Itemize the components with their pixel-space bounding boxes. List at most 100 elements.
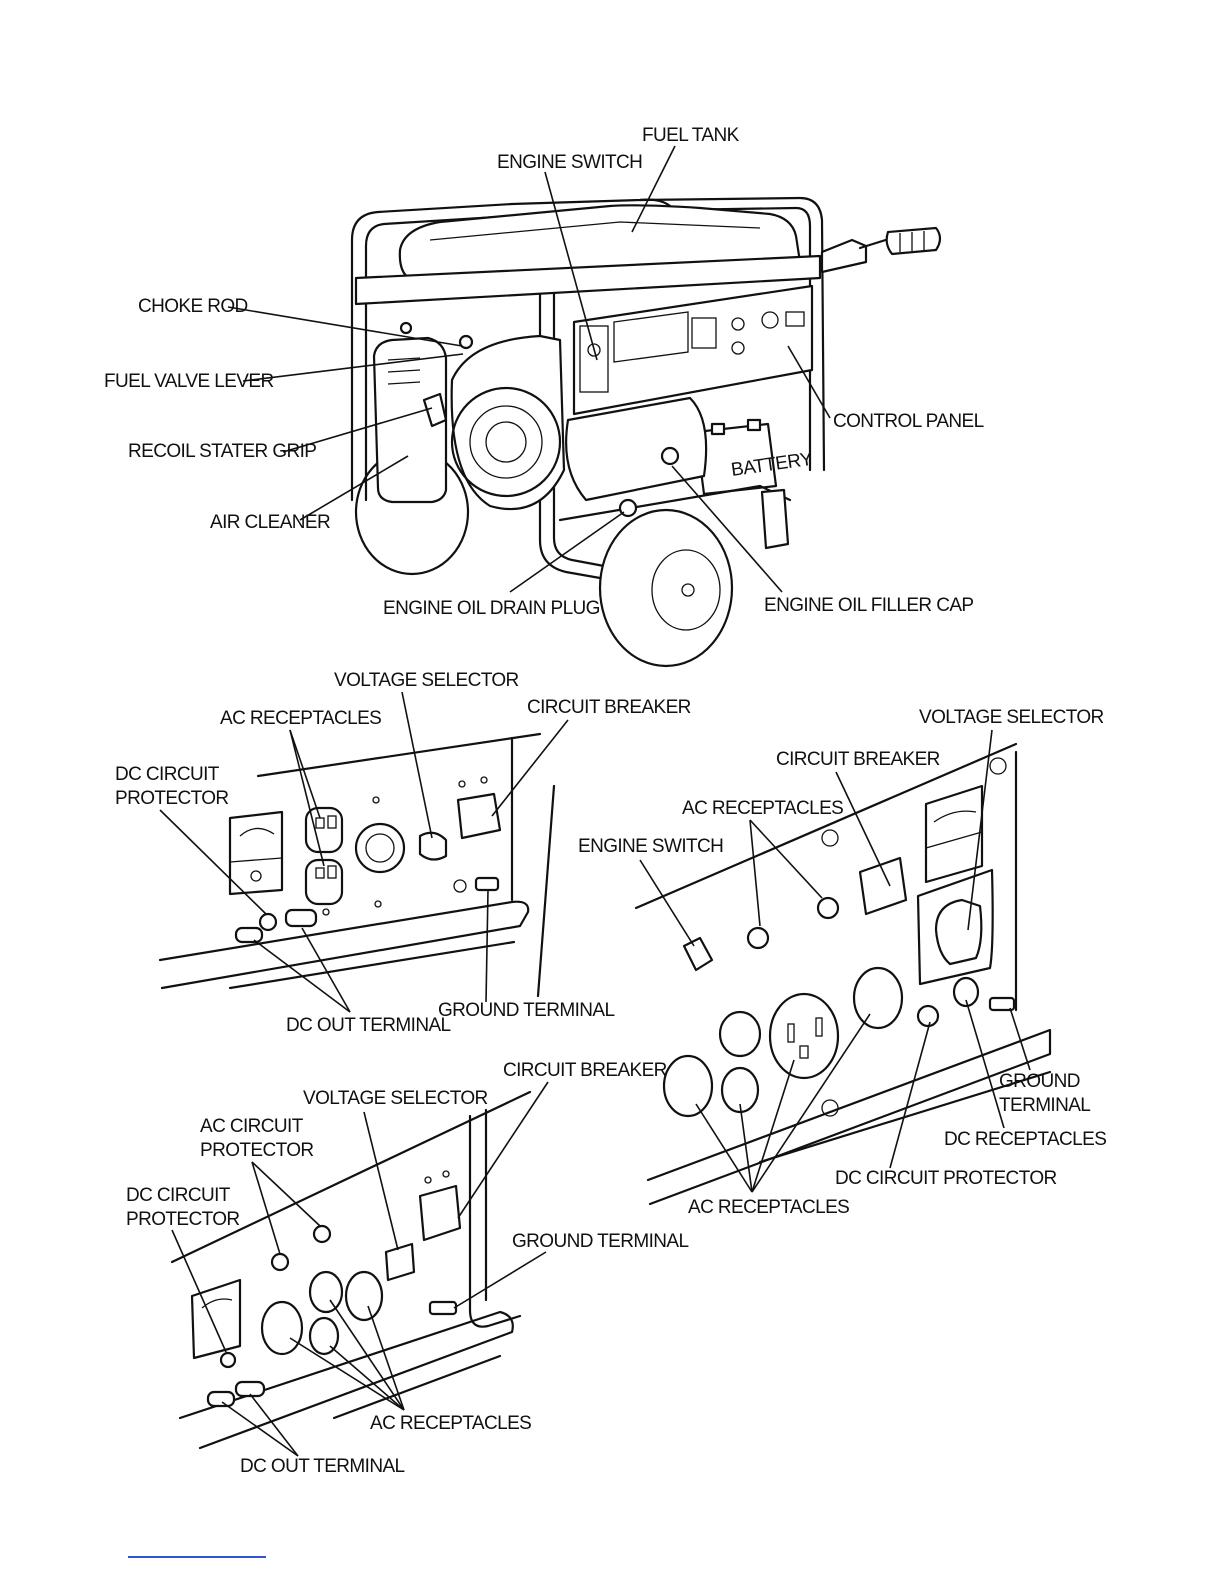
panel-c-label-dc-receptacles: DC RECEPTACLES (944, 1129, 1106, 1150)
panel-a-label-dc-out-terminal: DC OUT TERMINAL (286, 1015, 451, 1036)
panel-b-ac-protector-1 (270, 1252, 290, 1272)
label-choke-rod: CHOKE ROD (138, 296, 248, 317)
panel-b-voltage-selector (384, 1242, 416, 1282)
panel-c-ac-protector-2 (816, 896, 840, 920)
frame-left-tube (350, 198, 672, 502)
panel-c-label-voltage-selector: VOLTAGE SELECTOR (919, 707, 1104, 728)
recoil-cover (450, 386, 562, 498)
panel-b-dc-protector (219, 1351, 237, 1369)
handle-grip (885, 226, 942, 256)
label-air-cleaner: AIR CLEANER (210, 512, 330, 533)
leader-control-panel (787, 345, 831, 419)
oil-filler-shape (660, 446, 680, 466)
foot (760, 488, 790, 550)
frame-right-tube (638, 196, 826, 472)
leader-fuel-valve-lever (242, 353, 464, 382)
label-recoil-starter-grip: RECOIL STATER GRIP (128, 441, 316, 462)
panel-b-label-dc-out-terminal: DC OUT TERMINAL (240, 1456, 405, 1477)
panel-c-dc-receptacle (952, 976, 980, 1008)
recoil-grip (422, 392, 448, 428)
panel-c-label-engine-switch: ENGINE SWITCH (578, 836, 723, 857)
generator-control-panel (572, 284, 814, 416)
panel-b-label-circuit-breaker: CIRCUIT BREAKER (503, 1060, 667, 1081)
panel-b-ground-terminal (428, 1300, 458, 1316)
panel-b-labels: CIRCUIT BREAKER VOLTAGE SELECTOR AC CIRC… (126, 1060, 689, 1477)
panel-c-ac-receptacle-2 (718, 1010, 762, 1058)
panel-c-ac-receptacle-5 (852, 966, 904, 1030)
panel-a-dc-terminal-1 (234, 926, 264, 944)
panel-b-label-ac-receptacles: AC RECEPTACLES (370, 1413, 531, 1434)
panel-c-label-ground-1: GROUND (999, 1071, 1080, 1092)
panel-b-label-ac-circuit-1: AC CIRCUIT (200, 1116, 304, 1137)
panel-a-label-voltage-selector: VOLTAGE SELECTOR (334, 670, 519, 691)
panel-a-circuit-breaker (456, 792, 502, 840)
panel-a-meter (228, 810, 284, 896)
panel-b-ac-receptacle-3 (308, 1316, 340, 1356)
label-control-panel: CONTROL PANEL (833, 411, 984, 432)
panel-c-figure (634, 742, 1052, 1206)
handle-bracket (820, 238, 868, 274)
panel-a-ground-terminal (474, 876, 500, 892)
leader-engine-switch (544, 171, 598, 361)
label-engine-oil-filler-cap: ENGINE OIL FILLER CAP (764, 595, 973, 616)
panel-b-label-voltage-selector: VOLTAGE SELECTOR (303, 1088, 488, 1109)
panel-a-twistlock-receptacle (354, 822, 406, 874)
panel-b-label-dc-circuit-1: DC CIRCUIT (126, 1185, 231, 1206)
panel-c-label-ground-2: TERMINAL (999, 1095, 1090, 1116)
front-wheel (598, 508, 734, 668)
panel-b-ac-receptacle-1 (260, 1300, 304, 1356)
label-engine-oil-drain-plug: ENGINE OIL DRAIN PLUG (383, 598, 600, 619)
generator-labels: FUEL TANK ENGINE SWITCH CHOKE ROD FUEL V… (104, 125, 984, 619)
panel-b-ac-receptacle-4 (344, 1270, 384, 1322)
leader-oil-filler-cap (671, 465, 783, 593)
panel-a-dc-terminal-2 (284, 908, 318, 928)
footer-divider (128, 1556, 266, 1558)
panel-b-dc-terminal-1 (206, 1390, 236, 1408)
panel-c-ac-receptacle-3 (720, 1066, 760, 1114)
panel-c-ac-receptacle-1 (662, 1054, 714, 1118)
panel-b-figure (170, 1090, 532, 1450)
frame-front-tube (538, 256, 602, 580)
panel-b-ac-receptacle-2 (308, 1270, 344, 1314)
panel-b-dc-terminal-2 (234, 1380, 266, 1398)
panel-a-label-dc-circuit-1: DC CIRCUIT (115, 764, 220, 785)
label-engine-switch: ENGINE SWITCH (497, 152, 642, 173)
panel-a-label-dc-circuit-2: PROTECTOR (115, 788, 229, 809)
label-fuel-tank: FUEL TANK (642, 125, 740, 146)
panel-b-label-ac-circuit-2: PROTECTOR (200, 1140, 314, 1161)
alternator (565, 396, 708, 502)
leader-recoil-grip (282, 407, 433, 453)
label-fuel-valve-lever: FUEL VALVE LEVER (104, 371, 274, 392)
panel-a-figure (158, 732, 556, 998)
panel-c-label-circuit-breaker: CIRCUIT BREAKER (776, 749, 940, 770)
panel-b-label-ground-terminal: GROUND TERMINAL (512, 1231, 688, 1252)
panel-a-labels: VOLTAGE SELECTOR AC RECEPTACLES CIRCUIT … (115, 670, 691, 1036)
panel-b-label-dc-circuit-2: PROTECTOR (126, 1209, 240, 1230)
panel-b-ac-protector-2 (312, 1224, 332, 1244)
panel-c-ac-protector-1 (746, 926, 770, 950)
panel-a-ac-receptacle-2 (304, 858, 344, 906)
panel-b-circuit-breaker (418, 1184, 462, 1242)
air-cleaner-body (372, 336, 448, 504)
panel-a-label-ground-terminal: GROUND TERMINAL (438, 1000, 614, 1021)
panel-a-dc-protector (258, 912, 278, 932)
panel-c-label-ac-receptacles-top: AC RECEPTACLES (682, 798, 843, 819)
panel-c-ac-receptacle-4 (768, 992, 840, 1080)
leader-fuel-tank (631, 145, 676, 233)
panel-c-circuit-breaker (858, 856, 908, 916)
panel-c-labels: VOLTAGE SELECTOR CIRCUIT BREAKER AC RECE… (578, 707, 1107, 1218)
panel-c-label-ac-receptacles-bottom: AC RECEPTACLES (688, 1197, 849, 1218)
leader-choke-rod (227, 306, 463, 347)
leader-air-cleaner (299, 455, 409, 521)
panel-c-engine-switch (682, 936, 714, 972)
panel-a-ac-receptacle-1 (304, 806, 344, 854)
panel-c-meter (924, 784, 984, 884)
panel-a-label-ac-receptacles: AC RECEPTACLES (220, 708, 381, 729)
panel-a-voltage-selector (418, 831, 448, 861)
top-rail (354, 254, 822, 306)
panel-c-label-dc-circuit-protector: DC CIRCUIT PROTECTOR (835, 1168, 1057, 1189)
panel-c-ground-terminal (988, 996, 1016, 1012)
panel-a-label-circuit-breaker: CIRCUIT BREAKER (527, 697, 691, 718)
